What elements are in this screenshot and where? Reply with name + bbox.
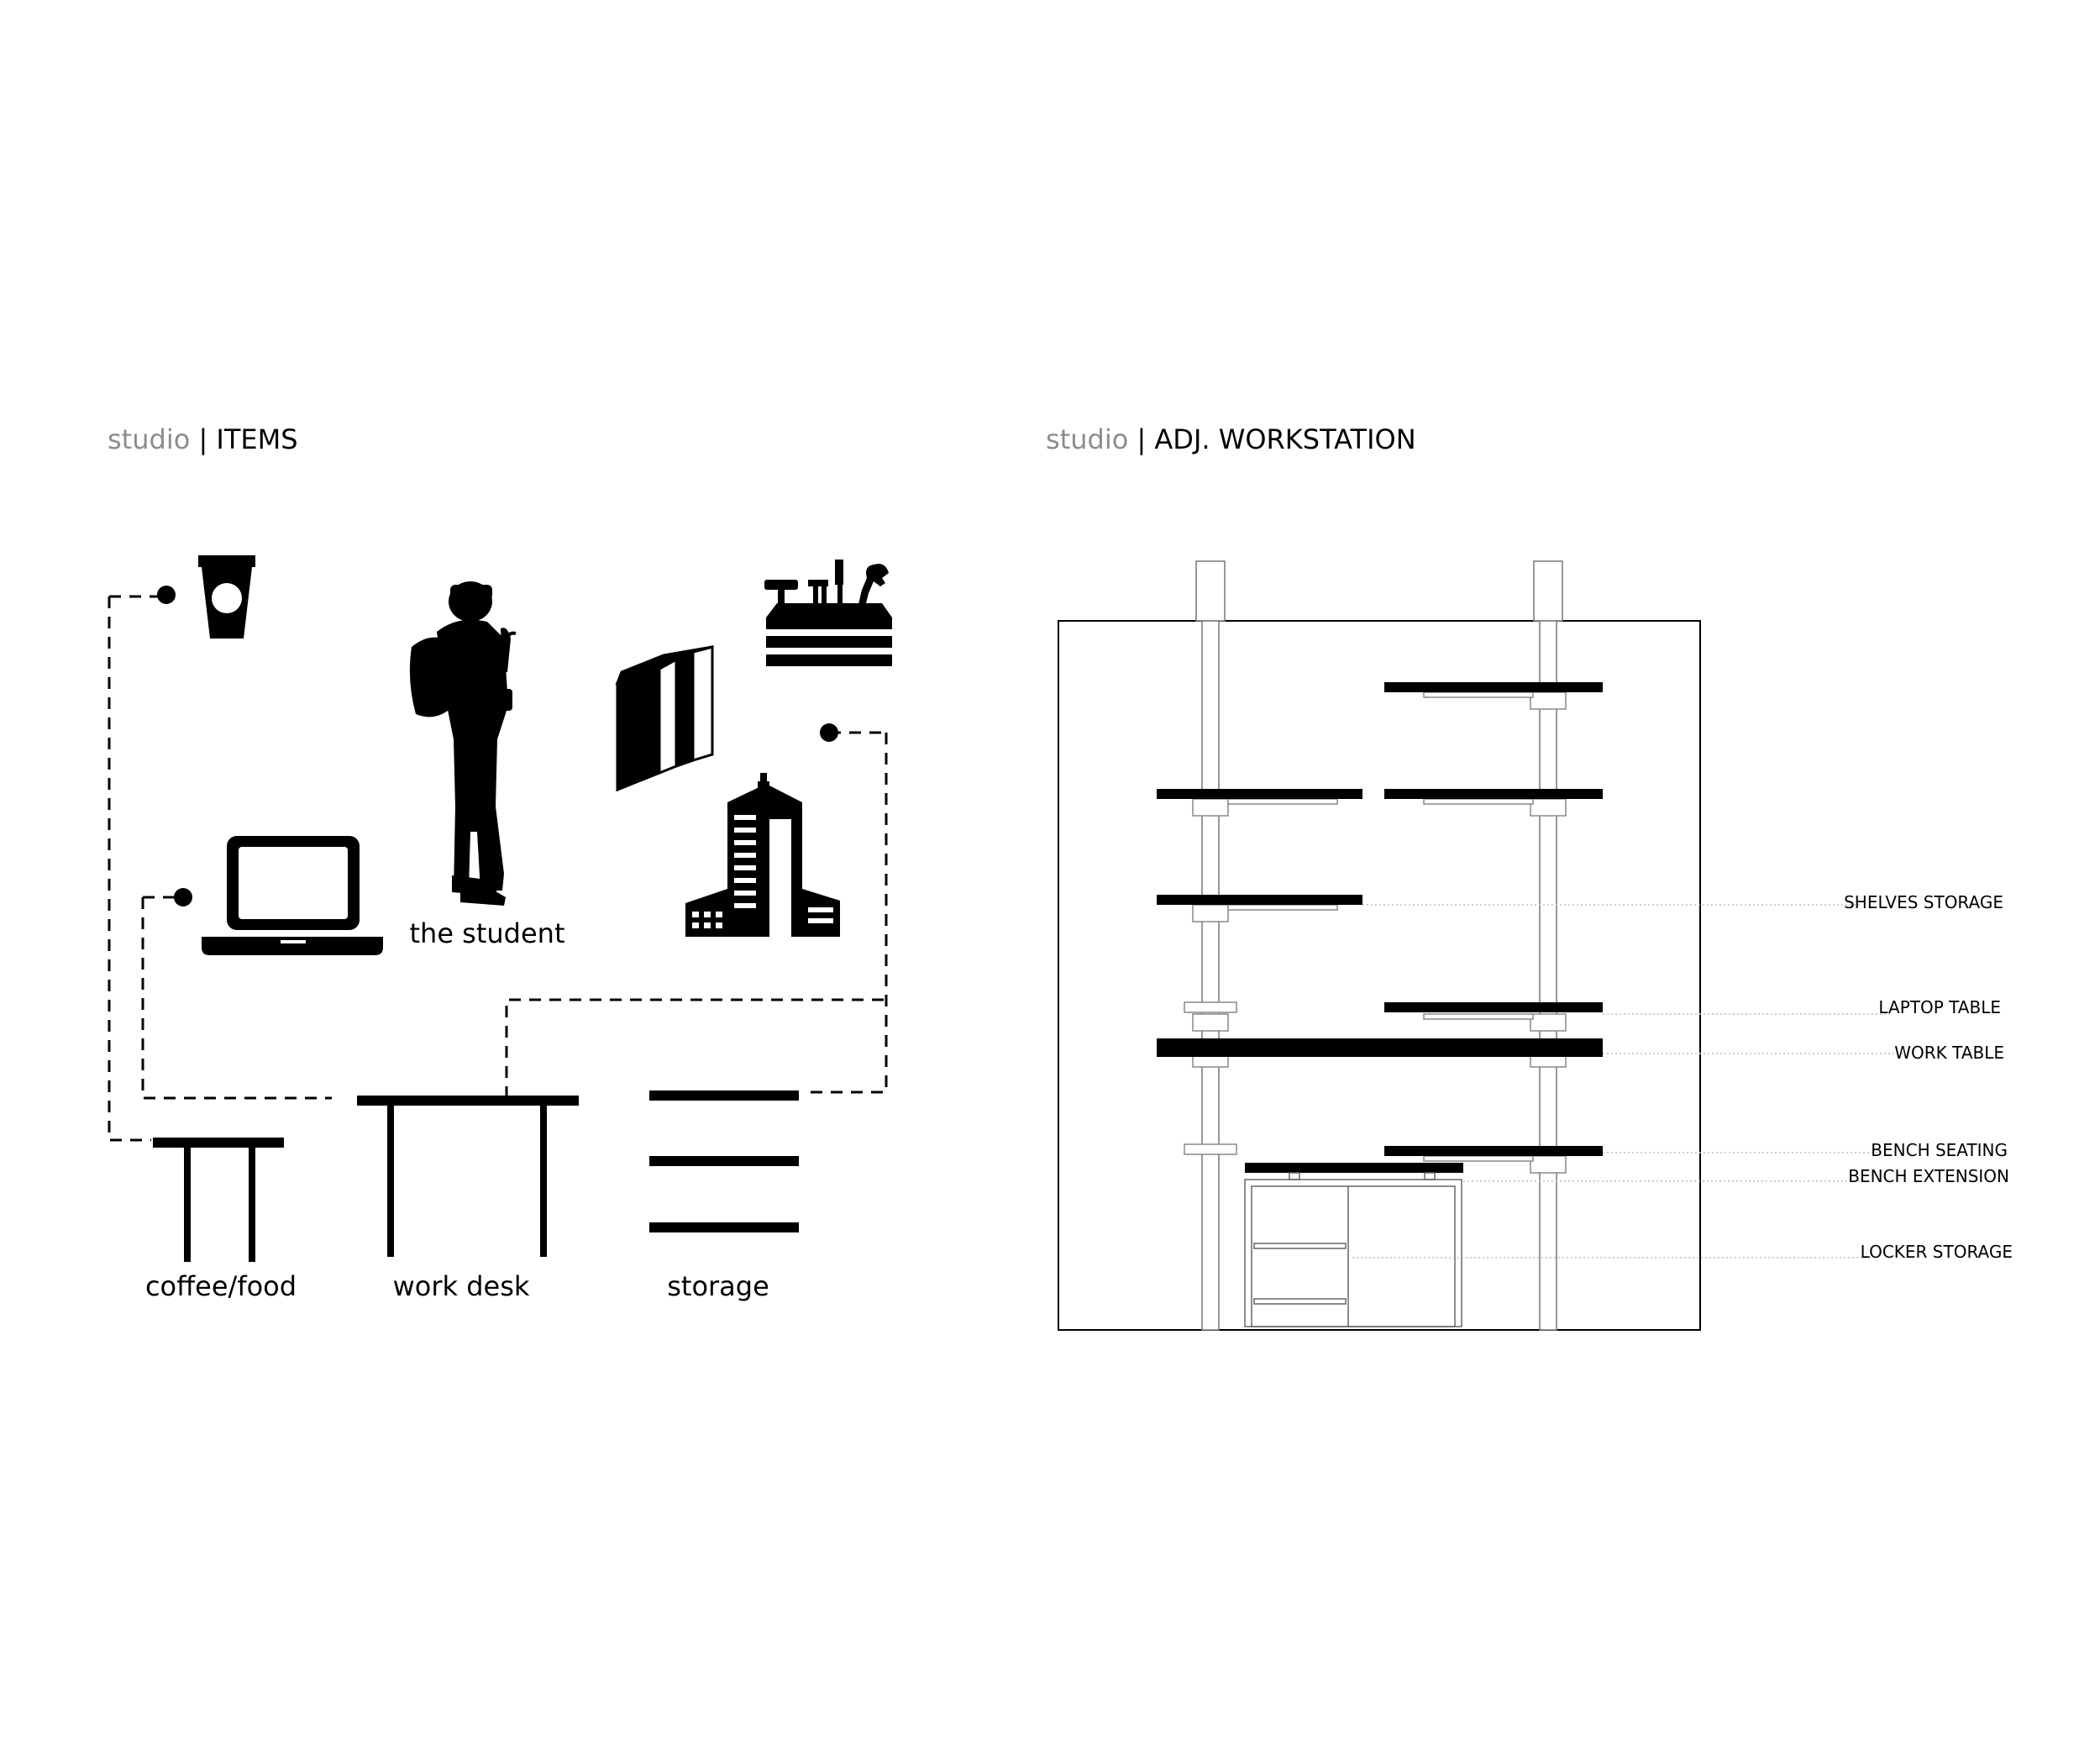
title-main: ADJ. WORKSTATION <box>1154 423 1416 455</box>
post-right <box>1539 620 1557 1331</box>
connector-coffee <box>108 596 151 1142</box>
shelf <box>1384 682 1603 692</box>
toolbox-icon <box>764 560 892 666</box>
books-icon <box>615 645 714 792</box>
callout-work-table: WORK TABLE <box>1894 1043 2004 1063</box>
shelf-brackets <box>1184 691 1567 1174</box>
title-main: ITEMS <box>216 423 298 455</box>
connector-dot <box>174 888 192 907</box>
furniture-label: coffee/food <box>145 1270 297 1302</box>
connector-dot <box>820 723 838 742</box>
shelves-and-tables <box>1157 682 1603 1173</box>
locker-storage-unit <box>1244 1172 1462 1327</box>
laptop-table <box>1384 1002 1603 1012</box>
work-desk-icon <box>357 1096 579 1257</box>
shelf <box>1384 789 1603 799</box>
workstation-panel-title: studio | ADJ. WORKSTATION <box>1046 423 1416 455</box>
connector-laptop <box>141 897 332 1100</box>
shelf <box>1157 895 1362 905</box>
callout-locker-storage: LOCKER STORAGE <box>1861 1242 2013 1262</box>
connector-dot <box>157 586 176 604</box>
items-diagram: the student <box>108 555 892 1302</box>
coffee-table-icon <box>153 1138 284 1262</box>
post-left <box>1201 620 1220 1331</box>
callout-bench-seating: BENCH SEATING <box>1871 1140 2008 1160</box>
furniture-label: work desk <box>393 1270 530 1302</box>
title-separator: | <box>198 423 208 455</box>
callout-shelves-storage: SHELVES STORAGE <box>1844 892 2003 912</box>
leader-lines <box>1352 904 1903 1259</box>
title-prefix: studio <box>108 423 191 455</box>
dashed-connectors <box>108 595 888 1142</box>
bench-extension <box>1245 1163 1463 1173</box>
post-left-cap <box>1195 560 1226 622</box>
building-icon <box>685 773 840 937</box>
callout-laptop-table: LAPTOP TABLE <box>1878 997 2001 1017</box>
work-table <box>1157 1038 1603 1057</box>
bench-seating <box>1384 1146 1603 1156</box>
student-silhouette-icon <box>409 581 517 906</box>
furniture-label: storage <box>667 1270 769 1302</box>
connector-desk <box>505 998 886 1098</box>
laptop-icon <box>202 836 383 955</box>
storage-shelves-icon <box>649 1090 799 1232</box>
items-panel-title: studio | ITEMS <box>108 423 298 455</box>
title-separator: | <box>1137 423 1147 455</box>
post-right-cap <box>1533 560 1563 622</box>
workstation-elevation: SHELVES STORAGE LAPTOP TABLE WORK TABLE … <box>1058 560 2013 1331</box>
workstation-frame <box>1058 620 1701 1331</box>
coffee-cup-icon <box>198 555 255 639</box>
callout-labels: SHELVES STORAGE LAPTOP TABLE WORK TABLE … <box>1844 892 2013 1262</box>
shelf <box>1157 789 1362 799</box>
callout-bench-extension: BENCH EXTENSION <box>1848 1166 2009 1186</box>
title-prefix: studio <box>1046 423 1129 455</box>
student-label: the student <box>409 917 564 949</box>
